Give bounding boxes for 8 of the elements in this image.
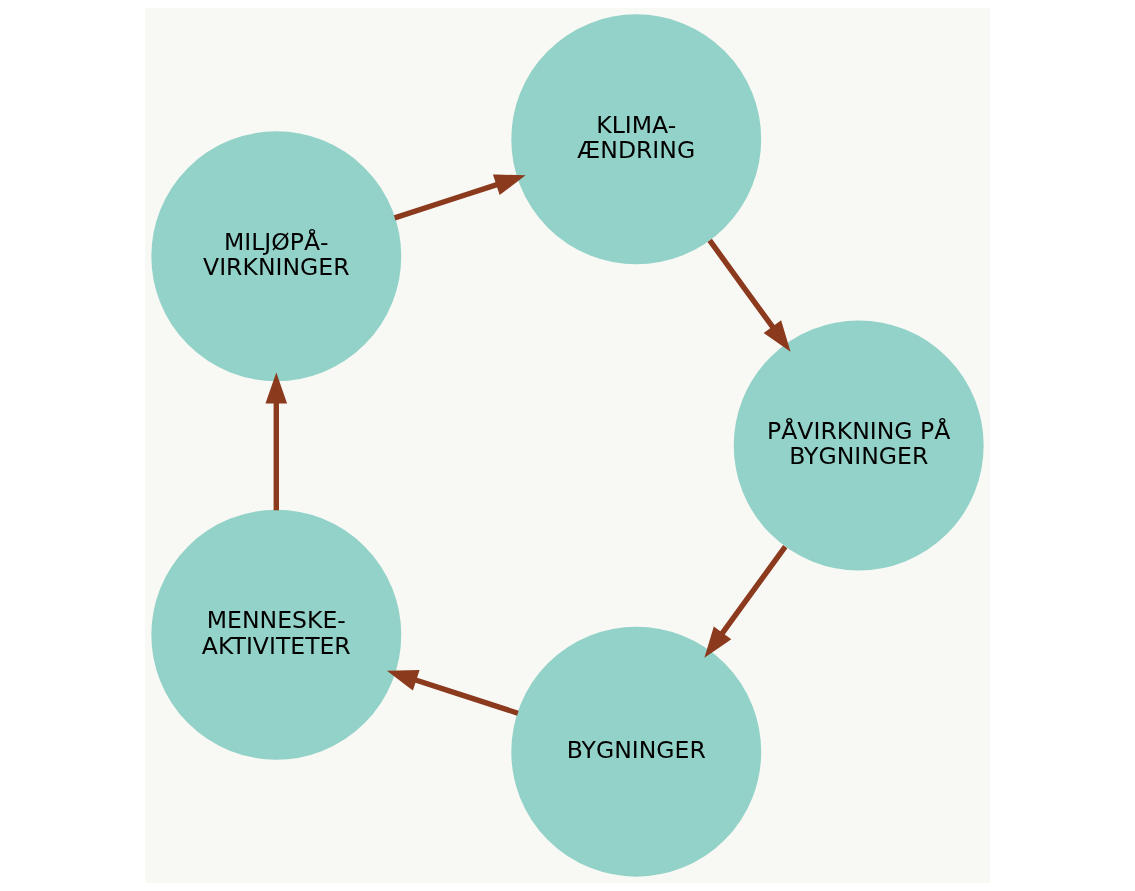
node-circle: MENNESKE- AKTIVITETER xyxy=(151,509,402,760)
arrow xyxy=(704,545,788,658)
arrow xyxy=(707,238,791,352)
arrow xyxy=(386,669,519,716)
arrow xyxy=(265,372,288,511)
node-circle: KLIMA- ÆNDRING xyxy=(511,14,762,265)
node-circle: MILJØPÅ- VIRKNINGER xyxy=(151,131,402,382)
arrow xyxy=(393,174,526,221)
